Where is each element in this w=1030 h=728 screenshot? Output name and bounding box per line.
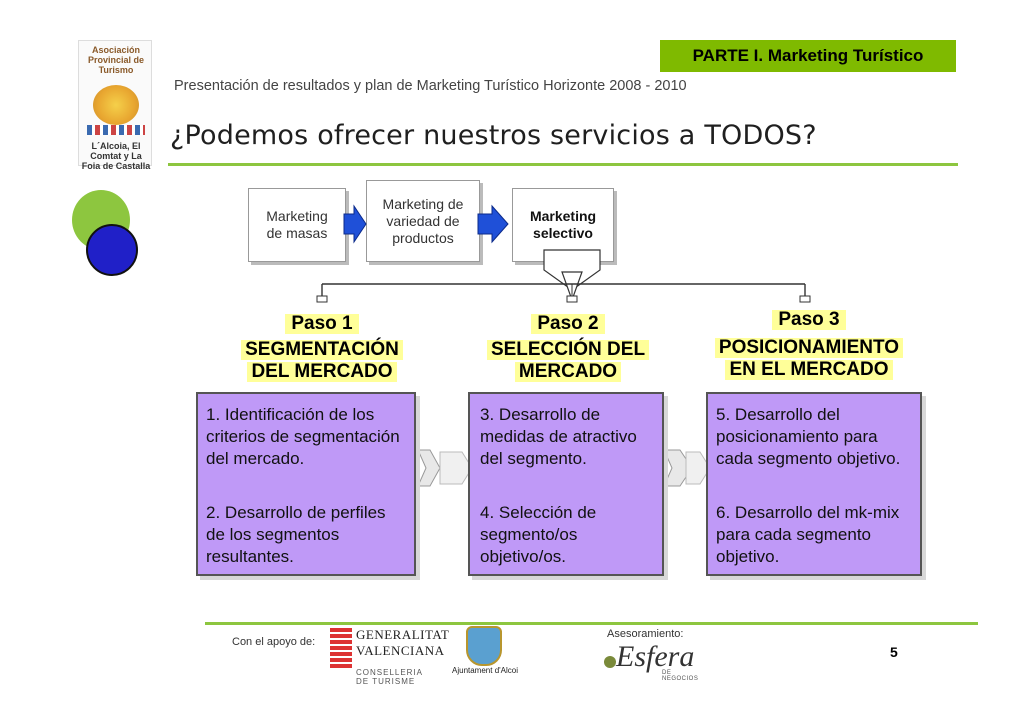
box-variety-marketing-label: Marketing de variedad de productos [382,195,464,246]
list-item: 6. Desarrollo del mk-mix para cada segme… [716,502,914,568]
slide-title: ¿Podemos ofrecer nuestros servicios a TO… [170,120,817,151]
gv-line2: VALENCIANA [356,643,445,658]
esfera-logo: Esfera DE NEGOCIOS [604,640,704,682]
gv-line3: CONSELLERIA DE TURISME [356,668,423,686]
sun-icon [93,85,139,125]
item-number: 4. [480,503,495,522]
item-number: 6. [716,503,731,522]
alcoi-logo: Ajuntament d'Alcoi [452,624,518,680]
step2-title-line1: SELECCIÓN DEL [486,340,650,360]
step1-title-line2: DEL MERCADO [247,362,397,382]
step3-title-line2: EN EL MERCADO [725,360,893,380]
blue-arrow-icon [477,204,509,244]
presentation-subtitle: Presentación de resultados y plan de Mar… [174,78,687,94]
item-number: 2. [206,503,221,522]
step2-label: Paso 2 [531,314,605,334]
step2-box: 3. Desarrollo de medidas de atractivo de… [468,392,664,576]
item-text: Desarrollo de medidas de atractivo del s… [480,405,637,468]
step3-heading: Paso 3 POSICIONAMIENTO EN EL MERCADO [704,310,914,380]
list-item: 3. Desarrollo de medidas de atractivo de… [480,404,650,470]
grey-arrow-icon [417,449,441,487]
sphere-icon [604,656,616,668]
blue-arrow-icon [343,204,367,244]
list-item: 4. Selección de segmento/os objetivo/os. [480,502,650,568]
advice-label: Asesoramiento: [607,628,684,640]
box-mass-marketing-label: Marketing de masas [266,208,328,241]
gv-line1: GENERALITAT [356,627,450,642]
step3-title-line1: POSICIONAMIENTO [714,338,904,358]
logo-foot: L´Alcoia, El Comtat y La Foia de Castall… [81,141,151,171]
item-number: 1. [206,405,221,424]
logo-name: Asociación Provincial de Turismo [87,45,145,75]
part-label: PARTE I. Marketing Turístico [660,40,956,72]
step3-label: Paso 3 [772,310,846,330]
item-number: 5. [716,405,731,424]
footer-divider [205,622,978,625]
item-text: Desarrollo del posicionamiento para cada… [716,405,901,468]
grey-arrow-icon [685,451,711,485]
step1-heading: Paso 1 SEGMENTACIÓN DEL MERCADO [232,314,412,382]
list-item: 5. Desarrollo del posicionamiento para c… [716,404,914,470]
decorative-blue-circle [86,224,138,276]
page-number: 5 [890,644,898,660]
item-text: Desarrollo de perfiles de los segmentos … [206,503,386,566]
title-divider [168,163,958,166]
list-item: 1. Identificación de los criterios de se… [206,404,406,470]
item-number: 3. [480,405,495,424]
support-label: Con el apoyo de: [232,636,316,648]
item-text: Identificación de los criterios de segme… [206,405,400,468]
step1-label: Paso 1 [285,314,359,334]
shield-icon [466,626,502,666]
item-text: Selección de segmento/os objetivo/os. [480,503,597,566]
esfera-small: DE NEGOCIOS [662,670,699,682]
box-selective-marketing-label: Marketing selectivo [529,208,597,241]
grey-arrow-icon [663,449,693,487]
logo-decoration [87,125,145,135]
grey-arrow-icon [439,451,473,485]
box-mass-marketing: Marketing de masas [248,188,346,262]
step2-title-line2: MERCADO [514,362,622,382]
association-logo: Asociación Provincial de Turismo L´Alcoi… [78,40,152,171]
generalitat-emblem-icon [330,626,352,668]
generalitat-logo: GENERALITAT VALENCIANA CONSELLERIA DE TU… [330,624,449,686]
step1-title-line1: SEGMENTACIÓN [241,340,403,360]
step1-box: 1. Identificación de los criterios de se… [196,392,416,576]
esfera-word: Esfera [616,640,695,673]
item-text: Desarrollo del mk-mix para cada segmento… [716,503,900,566]
step3-box: 5. Desarrollo del posicionamiento para c… [706,392,922,576]
step2-heading: Paso 2 SELECCIÓN DEL MERCADO [478,314,658,382]
chevron-down-icon [543,249,601,291]
alcoi-label: Ajuntament d'Alcoi [452,666,519,675]
list-item: 2. Desarrollo de perfiles de los segment… [206,502,406,568]
